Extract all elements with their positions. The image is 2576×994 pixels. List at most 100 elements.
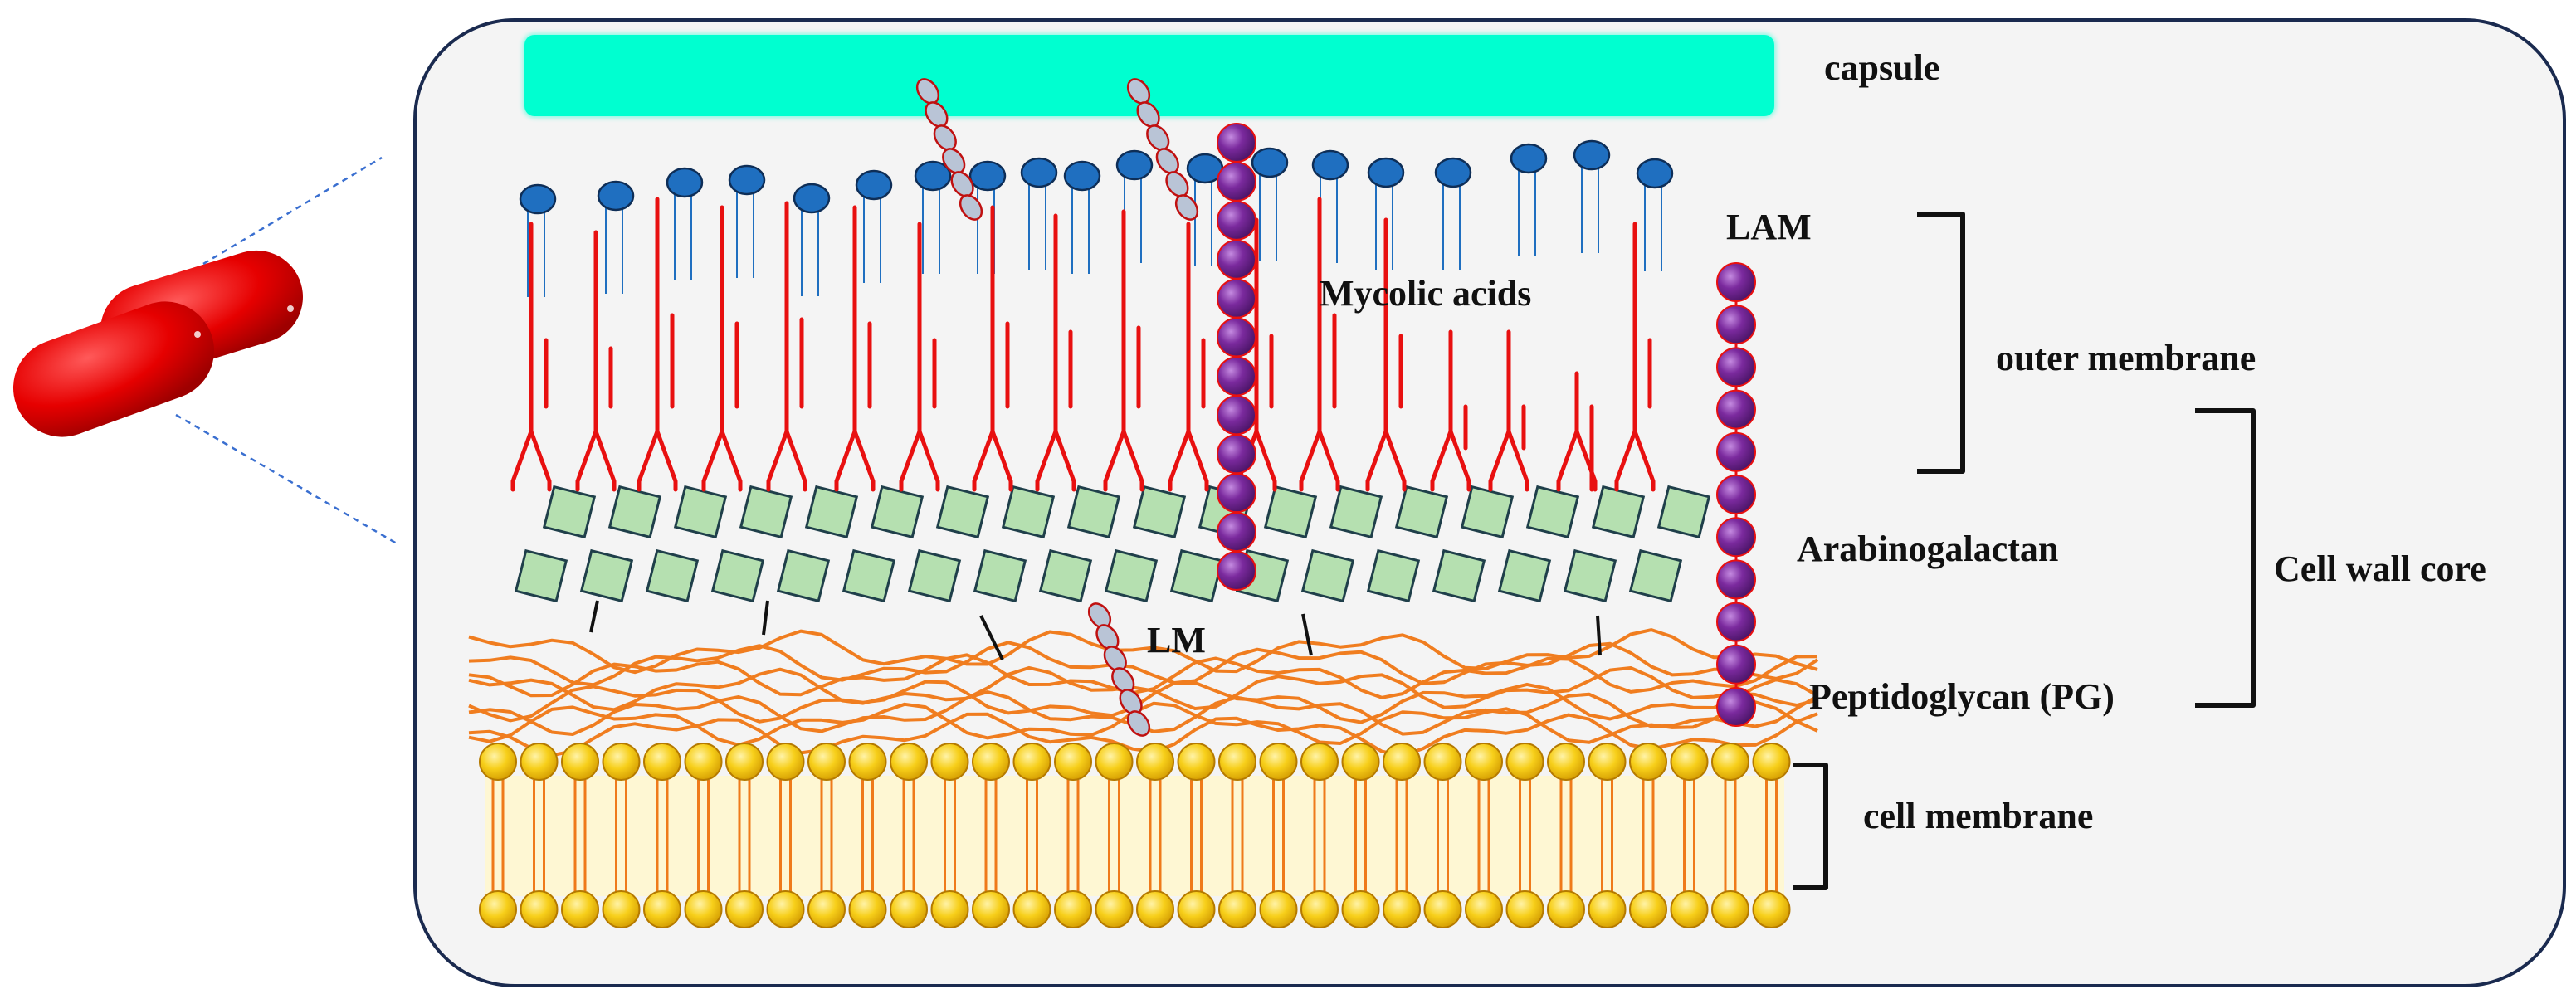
lipid-head-inner [1054,890,1092,928]
lipid-head-inner [1136,890,1174,928]
lipid-tail [1724,780,1737,892]
lipid-tail [1231,780,1244,892]
lam-bead [1217,200,1256,241]
lipid-tail [573,780,587,892]
mycolic-head [793,183,831,214]
lipid-tail [533,780,545,892]
arabinogalactan-unit [776,548,831,603]
mycolic-acid-chain [972,205,1013,492]
mycolic-acid-chain [1614,222,1656,492]
cell-membrane-bracket [1793,763,1828,890]
mycolic-acid-chain [899,222,940,492]
arabinogalactan-unit [710,548,765,603]
mycolic-head [1063,160,1101,192]
lm-label: LM [1147,620,1206,660]
lipid-tail [1683,780,1695,892]
arabinogalactan-unit [542,485,597,539]
lam-bead [1217,395,1256,436]
mycolic-head [1636,158,1674,189]
mycolic-acid-chain [510,222,552,492]
lm-oval [959,194,983,221]
lipid-head-inner [643,890,681,928]
lipid-tail [902,780,915,892]
mycolic-head [1115,149,1154,181]
arabinogalactan-unit [1563,548,1617,603]
mycolic-head [1510,143,1548,174]
lipid-tail [1190,780,1203,892]
lipid-tail [1601,780,1613,892]
outer-membrane-label: outer membrane [1996,338,2256,378]
lam-bead [1217,356,1256,397]
lam-bead [1716,305,1756,345]
lipid-tail [1519,780,1531,892]
lipid-head-outer [1547,743,1585,781]
lipid-head-outer [561,743,599,781]
lipid-head-outer [1505,743,1544,781]
lam-bead [1716,644,1756,685]
lipid-head-outer [1465,743,1503,781]
lipid-head-outer [1012,743,1051,781]
lam-bead [1217,161,1256,202]
lipid-head-outer [972,743,1010,781]
lipid-head-outer [602,743,641,781]
lipid-tail [738,780,751,892]
lipid-tail [861,780,874,892]
arabinogalactan-unit [1432,548,1486,603]
arabinogalactan-unit [1497,548,1552,603]
lipid-head-inner [1465,890,1503,928]
lipid-tail [656,780,669,892]
lipid-tail [944,780,956,892]
lipid-tail [615,780,627,892]
lipid-head-outer [1752,743,1791,781]
mycolic-acid-chain [1299,197,1340,492]
lipid-head-inner [1588,890,1627,928]
lm-lipomannan-chains [915,78,1199,737]
lipid-head-outer [1218,743,1256,781]
mycolic-head [914,160,952,192]
mycolic-acid-chain [1103,209,1144,492]
mycolic-acid-chain [1035,213,1076,492]
mycolic-acid-chain [1168,222,1209,492]
lam-bead [1716,687,1756,727]
lam-bead [1217,434,1256,475]
lipid-head-inner [1177,890,1216,928]
lipid-tail [779,780,792,892]
lipid-head-inner [1341,890,1380,928]
lipid-head-inner [1383,890,1421,928]
mycolic-acids-label: Mycolic acids [1320,273,1531,314]
arabinogalactan-unit [1104,548,1159,603]
lam-bead [1716,431,1756,472]
ag-pg-linker [1301,613,1313,656]
lipid-head-outer [1300,743,1339,781]
arabinogalactan-unit [1263,485,1318,539]
arabinogalactan-unit [514,548,568,603]
arabinogalactan-unit [935,485,990,539]
lipid-head-inner [1218,890,1256,928]
pg-strand [468,628,1818,675]
lipid-tail [1559,780,1573,892]
lipid-head-inner [766,890,805,928]
arabinogalactan-label: Arabinogalactan [1797,529,2058,569]
cell-membrane-bilayer [479,743,1791,928]
lam-bead [1217,473,1256,514]
lipid-tail [1437,780,1449,892]
lipid-head-inner [1259,890,1298,928]
lipid-tail [1477,780,1490,892]
lipid-head-outer [1383,743,1421,781]
arabinogalactan-unit [1656,485,1711,539]
mycolic-acid-chain [834,205,876,492]
lipid-head-inner [725,890,764,928]
mycolic-head [728,164,766,196]
mycolic-head [1434,157,1472,188]
lipid-head-outer [1670,743,1709,781]
arabinogalactan-unit [1394,485,1449,539]
lipid-head-inner [1752,890,1791,928]
lipid-head-inner [684,890,723,928]
pg-strand [468,700,1818,747]
arabinogalactan-unit [1001,485,1056,539]
arabinogalactan-unit [1066,485,1121,539]
lam-bead [1716,389,1756,430]
arabinogalactan-unit [1329,485,1383,539]
zoom-line-bottom [175,413,398,545]
ag-pg-linker [979,615,1004,660]
